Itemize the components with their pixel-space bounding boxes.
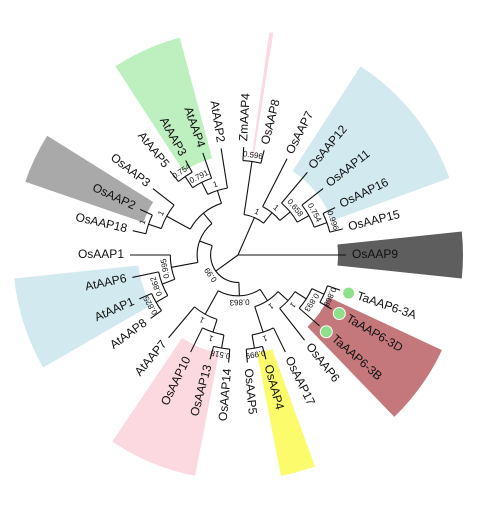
branch-n-os11 xyxy=(296,215,310,223)
highlight-dot-taaap6-3a xyxy=(342,286,356,300)
branch-ataap8 xyxy=(150,310,162,319)
highlight-marker-layer xyxy=(319,286,356,339)
branch-n-right xyxy=(237,217,255,256)
branch-n-os12 xyxy=(279,211,291,221)
branch-osaap7 xyxy=(262,158,288,207)
branch-osaap14 xyxy=(228,349,231,363)
branch-n-big xyxy=(215,254,239,272)
support-value: 0.518 xyxy=(209,348,231,360)
branch-n-os13-14 xyxy=(221,334,225,349)
clade-rose xyxy=(307,297,442,417)
branch-n-os2-18 xyxy=(148,223,162,230)
support-value: 0.893 xyxy=(302,291,321,313)
support-value: 1 xyxy=(261,333,269,343)
branch-taaap6-3d xyxy=(319,301,332,310)
branch-n-at1-8 xyxy=(155,295,169,303)
branch-n-ta-os6 xyxy=(277,291,289,302)
support-value: 1 xyxy=(138,218,148,226)
branch-ataap2 xyxy=(220,148,228,189)
branch-osaap5 xyxy=(245,349,248,363)
leaf-label-osaap14: OsAAP14 xyxy=(216,368,235,422)
branch-osaap10 xyxy=(190,327,203,353)
branch-n-os7 xyxy=(263,212,273,224)
leaf-label-ataap2: AtAAP2 xyxy=(207,100,227,144)
branch-taaap6-3a xyxy=(327,285,341,291)
support-value: 1 xyxy=(266,301,275,311)
clade-pink-bottom xyxy=(112,337,219,476)
branch-n-os1 xyxy=(171,261,198,268)
support-value: 0.999 xyxy=(244,348,266,360)
branch-taaap6-3b xyxy=(298,307,320,327)
branch-osaap11 xyxy=(301,188,324,206)
branch-osaap3 xyxy=(152,188,175,206)
branch-osaap13 xyxy=(209,346,215,360)
branch-osaap2 xyxy=(139,208,153,216)
branch-ataap4 xyxy=(202,152,213,179)
branch-ataap1 xyxy=(139,292,152,300)
branch-osaap12 xyxy=(281,171,308,204)
highlight-dot-taaap6-3b xyxy=(319,325,333,339)
support-value: 1 xyxy=(288,300,298,310)
support-value: 1 xyxy=(156,209,166,218)
branch-osaap8 xyxy=(260,150,265,164)
branch-ataap7 xyxy=(168,306,195,339)
branch-n-zm xyxy=(243,161,253,215)
support-value: 0.863 xyxy=(229,297,250,307)
branch-n-at6 xyxy=(162,278,175,285)
clade-pink-top xyxy=(251,32,274,157)
branch-osaap18 xyxy=(132,230,146,235)
branch-osaap16 xyxy=(322,207,336,215)
branch-zmaap4 xyxy=(242,147,245,161)
branch-n-y xyxy=(254,306,264,333)
branch-ataap6 xyxy=(132,271,159,278)
branch-ataap5 xyxy=(169,170,179,182)
support-value: 0.658 xyxy=(285,197,305,219)
support-value: 1 xyxy=(253,207,261,217)
branch-n-at3-5 xyxy=(184,176,194,189)
clade-sector-layer xyxy=(14,32,463,476)
clade-green xyxy=(115,37,213,172)
clade-cyan-left xyxy=(14,265,152,368)
branch-n-ry xyxy=(259,289,268,301)
branch-n-green xyxy=(216,190,222,204)
support-value: 1 xyxy=(212,179,220,189)
branch-osaap15 xyxy=(329,228,343,233)
branch-n-pink-b xyxy=(204,290,219,315)
leaf-label-osaap5: OsAAP5 xyxy=(242,368,260,415)
support-value: 0.754 xyxy=(306,202,324,224)
clade-gray xyxy=(25,135,154,223)
branch-n-os15-16 xyxy=(314,222,328,228)
support-value: 1 xyxy=(207,333,215,343)
branch-n-os10 xyxy=(212,319,218,333)
branch-n-upper-left xyxy=(202,212,213,224)
leaf-label-osaap9: OsAAP9 xyxy=(352,247,398,261)
branch-osaap17 xyxy=(273,327,286,353)
clade-osaap9 xyxy=(337,231,463,279)
support-value: 1 xyxy=(197,315,206,325)
support-value: 0.99 xyxy=(202,265,219,283)
branch-osaap4 xyxy=(261,346,267,360)
branch-n-ta xyxy=(294,291,307,300)
leaf-label-zmaap4: ZmAAP4 xyxy=(236,92,253,141)
leaf-label-osaap1: OsAAP1 xyxy=(78,247,124,261)
branch-n-left xyxy=(199,240,213,247)
clade-cyan-top xyxy=(292,66,450,221)
branch-ataap3 xyxy=(185,160,193,173)
highlight-dot-taaap6-3d xyxy=(332,307,346,320)
branch-n-gray xyxy=(166,215,191,230)
branch-osaap6 xyxy=(279,308,305,341)
branch-n-os5-4 xyxy=(251,334,255,349)
clade-yellow xyxy=(257,348,315,476)
branch-n-ta-ad xyxy=(311,288,325,295)
branch-layer xyxy=(130,147,346,363)
support-value: 1 xyxy=(271,203,281,213)
branch-n-at4 xyxy=(201,182,209,195)
support-value: 0.995 xyxy=(159,257,172,279)
support-value: 0.596 xyxy=(242,149,264,161)
